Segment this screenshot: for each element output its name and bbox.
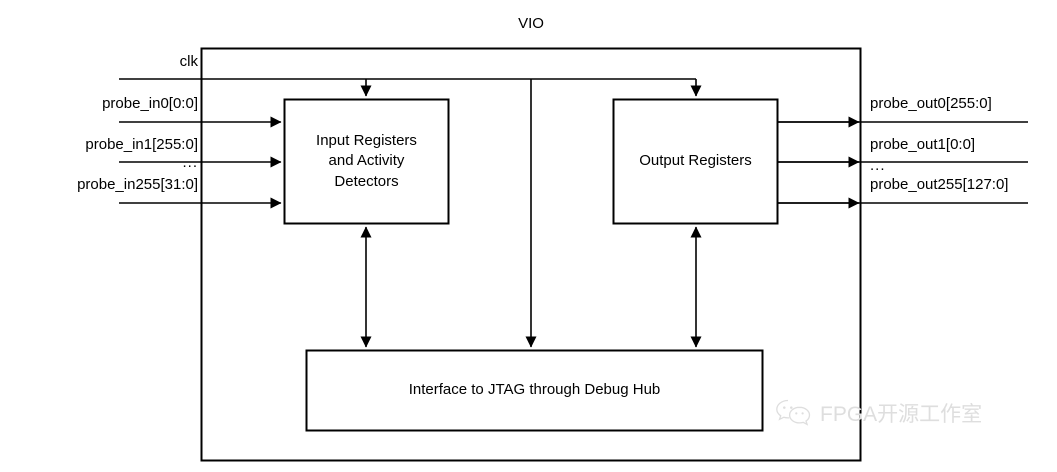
input-registers-box <box>283 98 450 225</box>
page-title: VIO <box>518 15 544 32</box>
output-registers-label: Output Registers <box>639 152 752 170</box>
probe-out1-label: probe_out1[0:0] <box>870 136 976 153</box>
output-registers-box <box>612 98 779 225</box>
probe-in255-label: probe_in255[31:0] <box>77 176 198 193</box>
probe-in-ellipsis: ... <box>182 154 198 171</box>
probe-out0-label: probe_out0[255:0] <box>870 95 992 112</box>
probe-out-ellipsis: ... <box>870 157 886 174</box>
jtag-interface-box <box>305 349 764 432</box>
probe-in1-label: probe_in1[255:0] <box>85 136 198 153</box>
clk-label: clk <box>179 53 198 70</box>
probe-in0-label: probe_in0[0:0] <box>102 95 198 112</box>
jtag-interface-label: Interface to JTAG through Debug Hub <box>408 381 661 399</box>
input-registers-label: Input Registers and Activity Detectors <box>316 132 417 190</box>
probe-out255-label: probe_out255[127:0] <box>870 176 1009 193</box>
vio-boundary-box <box>200 47 862 462</box>
